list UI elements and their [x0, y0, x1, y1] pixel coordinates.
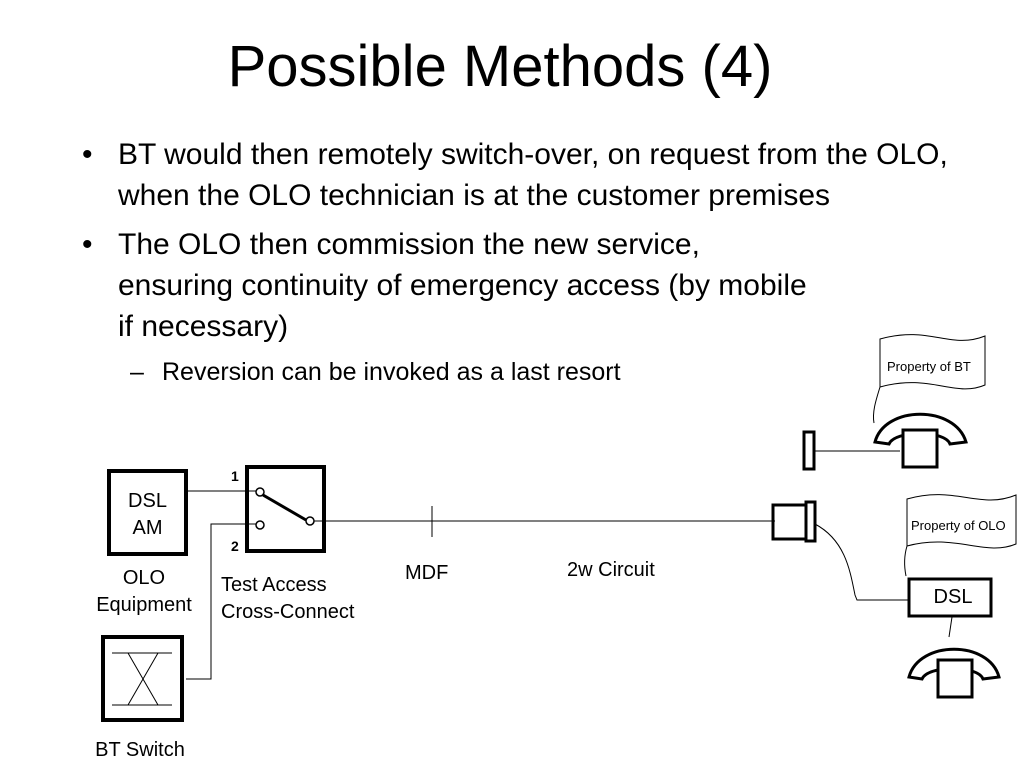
slide-title: Possible Methods (4) — [227, 34, 773, 99]
property-olo-flag — [906, 494, 1017, 549]
property-bt-label: Property of BT — [887, 359, 971, 374]
sub-bullet-marker: – — [130, 358, 144, 386]
bullet-marker: • — [82, 138, 93, 171]
bt-switch-cross-d — [127, 652, 159, 706]
bullet-item-1: • BT would then remotely switch-over, on… — [72, 134, 952, 216]
olo-equipment-line1: OLO — [122, 567, 166, 589]
bullet-text: BT would then remotely switch-over, on r… — [118, 138, 948, 212]
bt-switch-label: BT Switch — [95, 739, 185, 761]
dslam-box — [107, 469, 188, 556]
test-access-label: Test Access Cross-Connect — [221, 572, 354, 626]
test-access-line1: Test Access — [221, 574, 327, 596]
property-olo-flag-pole — [904, 545, 908, 577]
mdf-label: MDF — [405, 562, 449, 584]
dsl-box — [907, 577, 993, 618]
dslam-label-line1: DSL — [128, 490, 167, 512]
dsl-to-phone-line — [948, 616, 953, 638]
dslam-label-line2: AM — [132, 517, 163, 539]
dslam-label: DSL AM — [109, 488, 186, 542]
telephone-icon-bt — [873, 412, 968, 469]
nte-plate — [804, 500, 817, 543]
test-access-line2: Cross-Connect — [221, 601, 355, 623]
dsl-box-label: DSL — [933, 586, 973, 608]
bt-socket-plate — [802, 430, 816, 471]
property-olo-label: Property of OLO — [911, 518, 1006, 533]
bullet-list: • BT would then remotely switch-over, on… — [72, 134, 952, 389]
sub-bullet-text: Reversion can be invoked as a last resor… — [162, 358, 621, 386]
bt-switch-to-port2-line — [186, 523, 256, 680]
sub-bullet-item: – Reversion can be invoked as a last res… — [72, 355, 952, 389]
bullet-marker: • — [82, 228, 93, 261]
telephone-icon-olo — [907, 647, 1001, 699]
property-bt-flag — [879, 334, 986, 390]
switch-contact-1 — [255, 487, 265, 497]
property-bt-flag-pole — [873, 386, 881, 424]
bt-switch-box — [101, 635, 184, 722]
switch-contact-common — [305, 516, 315, 526]
port-1-label: 1 — [231, 468, 239, 484]
circuit-label: 2w Circuit — [567, 559, 655, 581]
switch-contact-2 — [255, 520, 265, 530]
test-access-box — [245, 465, 326, 553]
olo-feed-curve — [814, 523, 909, 601]
port-2-label: 2 — [231, 538, 239, 554]
switch-lever — [262, 493, 307, 522]
olo-equipment-line2: Equipment — [96, 594, 192, 616]
olo-equipment-label: OLO Equipment — [84, 565, 204, 619]
bullet-text: The OLO then commission the new service,… — [118, 228, 807, 343]
bullet-item-2: • The OLO then commission the new servic… — [72, 224, 818, 347]
nte-block — [771, 503, 808, 541]
